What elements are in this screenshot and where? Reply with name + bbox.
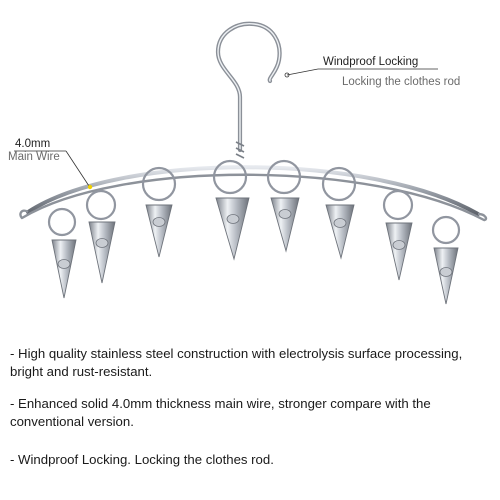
feature-stainless-steel: - High quality stainless steel construct… <box>10 346 463 379</box>
clip-2 <box>85 189 117 284</box>
hanger-hook <box>215 21 282 159</box>
feature-main-wire: - Enhanced solid 4.0mm thickness main wi… <box>10 396 431 429</box>
wire-size-callout-leader <box>14 150 93 190</box>
hanger-product-illustration <box>14 21 488 305</box>
windproof-callout-leader <box>284 68 438 78</box>
clip-group <box>47 159 461 305</box>
clip-5 <box>266 159 302 253</box>
feature-list: - High quality stainless steel construct… <box>10 345 496 483</box>
windproof-callout-title: Windproof Locking <box>323 56 419 68</box>
clip-8 <box>431 215 461 305</box>
clip-6 <box>321 166 357 260</box>
wire-size-marker <box>87 184 93 190</box>
clip-1 <box>47 207 77 299</box>
windproof-callout-subtitle: Locking the clothes rod <box>342 76 461 88</box>
clip-3 <box>141 166 177 258</box>
wire-size-callout-label: Main Wire <box>8 151 60 163</box>
clip-7 <box>382 189 414 281</box>
wire-size-callout-value: 4.0mm <box>15 138 51 150</box>
main-wire <box>19 165 488 222</box>
feature-windproof-locking: - Windproof Locking. Locking the clothes… <box>10 452 274 467</box>
clip-4 <box>212 159 250 261</box>
